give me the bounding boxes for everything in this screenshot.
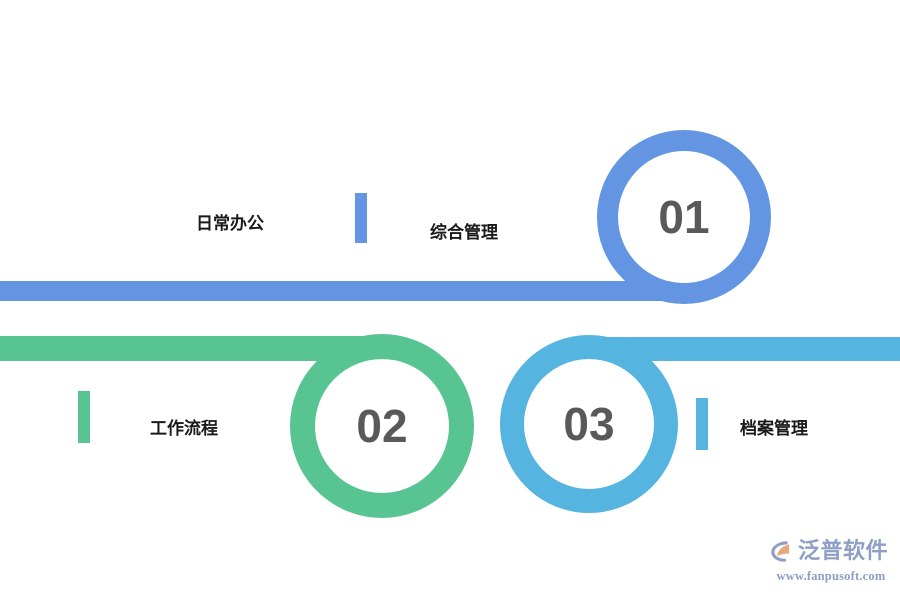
fanpu-logo-icon	[771, 541, 790, 562]
step-circle-02[interactable]: 02	[290, 334, 474, 518]
watermark-brand-row: 泛普软件	[768, 536, 894, 566]
step-number-02: 02	[356, 400, 408, 452]
watermark-brand-name: 泛普软件	[798, 538, 889, 563]
accent-divider-step-3	[696, 398, 708, 450]
step-label-daily-office: 日常办公	[196, 214, 264, 233]
step-circle-03[interactable]: 03	[500, 335, 678, 513]
accent-divider-step-1	[355, 193, 367, 243]
watermark-url: www.fanpusoft.com	[776, 569, 886, 583]
accent-divider-step-2	[78, 391, 90, 443]
step-number-03: 03	[563, 398, 615, 450]
step-label-archive-management: 档案管理	[740, 419, 808, 438]
step-circle-01[interactable]: 01	[597, 130, 771, 304]
step-number-01: 01	[658, 191, 710, 243]
watermark-logo: 泛普软件 www.fanpusoft.com	[768, 536, 894, 592]
connector-bar-step-1	[0, 281, 680, 301]
step-label-general-management: 综合管理	[430, 223, 498, 242]
step-label-workflow: 工作流程	[150, 419, 218, 438]
